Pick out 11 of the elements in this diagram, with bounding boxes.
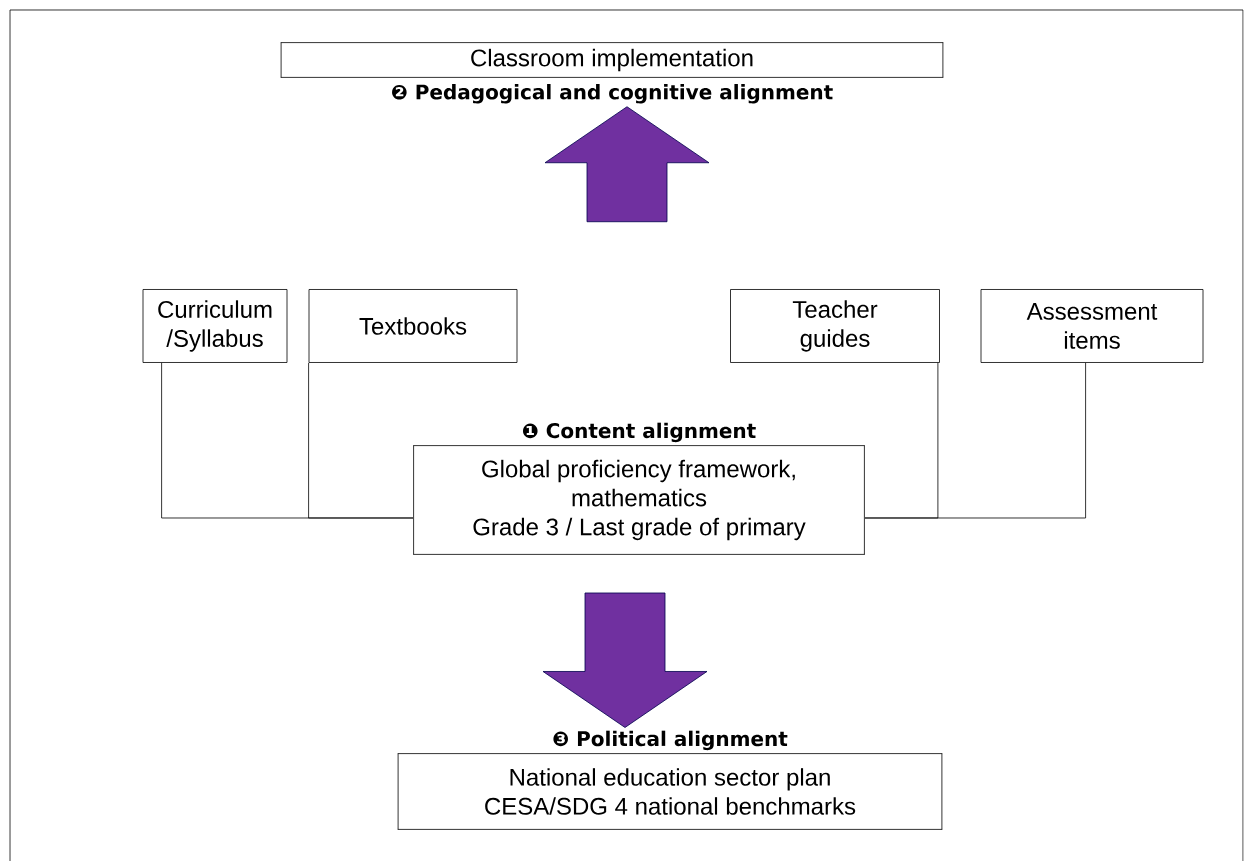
text-box: Textbooks xyxy=(308,289,518,363)
titled-box: ❸ Political alignment National education sector plan CESA/SDG 4 national benchmarks xyxy=(397,730,943,830)
text-box: Assessment items xyxy=(980,289,1204,363)
text-box: Teacher guides xyxy=(730,289,940,363)
titled-box: ❶ Content alignment Global proficiency framework, mathematics Grade 3 / Last grade of primary xyxy=(412,422,866,555)
block-arrow xyxy=(542,592,708,728)
connector-line xyxy=(864,362,1086,519)
block-arrow xyxy=(544,106,710,223)
text-box: Curriculum /Syllabus xyxy=(142,289,288,363)
titled-box: Classroom implementation ❷ Pedagogical and cognitive alignment xyxy=(280,42,944,104)
connector-line xyxy=(308,362,414,519)
